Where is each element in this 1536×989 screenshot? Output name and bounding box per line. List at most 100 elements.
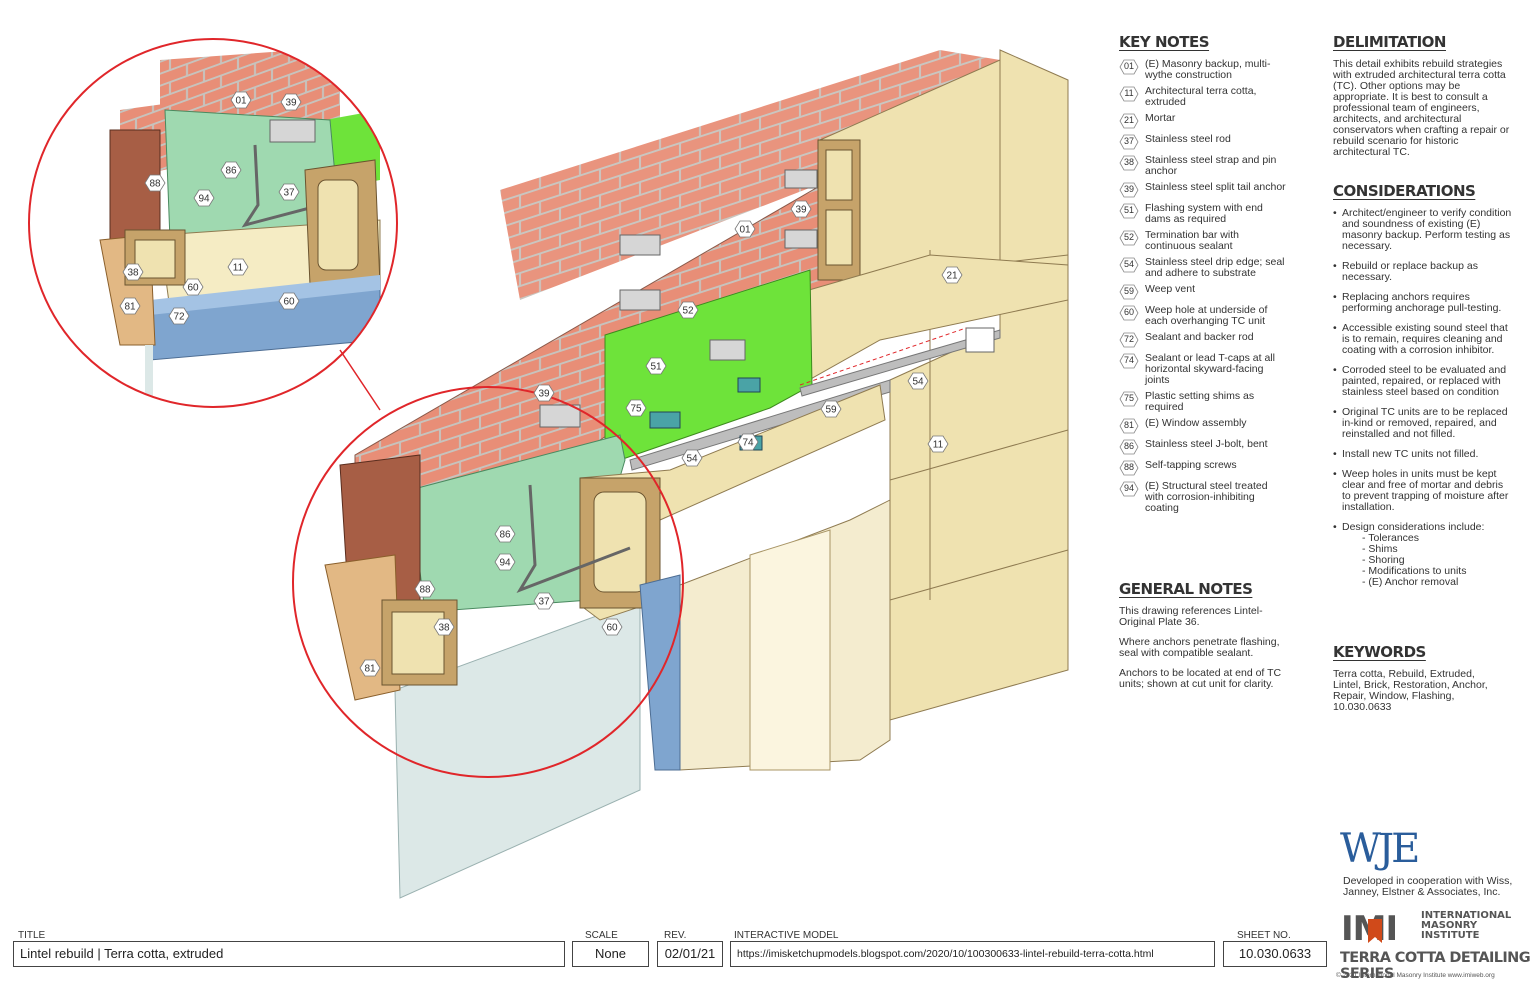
key-note-item: 72 Sealant and backer rod [1119,332,1289,348]
design-consideration-subitem: - Shims [1362,543,1398,555]
callout-tag-c54a: 54 [907,372,929,390]
sheet-no-label: SHEET NO. [1237,930,1291,941]
key-note-number: 72 [1123,334,1134,344]
hex-number-icon: 81 [1119,418,1139,434]
callout-tag-c54b: 54 [681,449,703,467]
callout-number: 11 [933,440,944,451]
interactive-model-link[interactable]: https://imisketchupmodels.blogspot.com/2… [730,941,1215,967]
rev-label: REV. [664,930,687,941]
jbolt-rod [516,484,631,593]
key-note-item: 11 Architectural terra cotta, extruded [1119,86,1289,108]
callout-tag-c81b: 81 [359,659,381,677]
callout-number: 39 [795,205,807,216]
key-note-text: Architectural terra cotta, extruded [1145,85,1257,108]
key-note-text: (E) Window assembly [1145,417,1247,429]
callout-number: 01 [739,225,751,236]
key-notes-list: 01 (E) Masonry backup, multi-wythe const… [1119,59,1289,514]
callout-tag-c11a: 11 [227,258,249,276]
key-note-text: Plastic setting shims as required [1145,390,1255,413]
key-note-text: Mortar [1145,112,1176,124]
imi-line-3: INSTITUTE [1421,930,1480,941]
consideration-item: Architect/engineer to verify condition a… [1333,208,1513,252]
hex-number-icon: 59 [1119,284,1139,300]
keywords-text: Terra cotta, Rebuild, Extruded, Lintel, … [1333,668,1488,713]
hex-number-icon: 72 [1119,332,1139,348]
hex-number-icon: 94 [1119,481,1139,497]
hex-number-icon: 38 [1119,155,1139,171]
key-note-number: 81 [1123,420,1134,430]
key-note-number: 21 [1123,115,1134,125]
split-tail-anchor [539,404,581,428]
key-note-number: 51 [1123,205,1134,215]
callout-number: 39 [285,98,297,109]
callout-number: 81 [124,302,136,313]
callout-number: 60 [187,283,199,294]
key-note-number: 74 [1123,355,1134,365]
callout-tag-c94b: 94 [494,553,516,571]
callout-tag-c01b: 01 [734,220,756,238]
consideration-item: Accessible existing sound steel that is … [1333,323,1513,356]
key-note-text: Stainless steel strap and pin anchor [1145,154,1277,177]
hex-number-icon: 01 [1119,59,1139,75]
callout-tag-c74: 74 [737,433,759,451]
callout-number: 86 [499,530,511,541]
zoom-detail [29,39,397,407]
title-field: Lintel rebuild | Terra cotta, extruded [13,941,565,967]
callout-number: 38 [438,623,450,634]
callout-number: 88 [419,585,431,596]
callout-number: 01 [235,96,247,107]
interactive-model-label: INTERACTIVE MODEL [734,930,839,941]
hex-number-icon: 88 [1119,460,1139,476]
callout-number: 75 [630,404,642,415]
callout-number: 37 [283,188,295,199]
key-note-number: 54 [1123,259,1134,269]
imi-org-name: INTERNATIONAL MASONRY INSTITUTE [1421,911,1511,941]
callout-number: 81 [364,664,376,675]
key-note-item: 37 Stainless steel rod [1119,134,1289,150]
callout-number: 38 [127,268,139,279]
keywords-panel: KEYWORDS Terra cotta, Rebuild, Extruded,… [1333,643,1493,722]
key-note-item: 86 Stainless steel J-bolt, bent [1119,439,1289,455]
callout-number: 21 [946,271,958,282]
wood-window-head [324,554,401,701]
callout-number: 37 [538,597,550,608]
design-consideration-subitem: - Modifications to units [1362,565,1467,577]
hex-number-icon: 86 [1119,439,1139,455]
callout-tag-c86b: 86 [494,525,516,543]
key-note-text: Self-tapping screws [1145,459,1237,471]
callout-number: 54 [686,454,698,465]
considerations-list: Architect/engineer to verify condition a… [1333,208,1513,588]
key-note-number: 60 [1123,307,1134,317]
hex-number-icon: 39 [1119,182,1139,198]
general-note-3: Anchors to be located at end of TC units… [1119,667,1282,690]
zoom-leader-line [339,349,381,411]
callout-number: 94 [499,558,511,569]
key-note-item: 51 Flashing system with end dams as requ… [1119,203,1289,225]
key-note-text: Sealant and backer rod [1145,331,1254,343]
sheet-no-field: 10.030.0633 [1223,941,1327,967]
callout-tag-c72a: 72 [168,307,190,325]
callout-tag-c37a: 37 [278,183,300,201]
considerations-panel: CONSIDERATIONS Architect/engineer to ver… [1333,182,1513,597]
callout-tag-c60b: 60 [278,292,300,310]
callout-number: 54 [912,377,924,388]
callout-number: 60 [606,623,618,634]
hex-number-icon: 54 [1119,257,1139,273]
keywords-heading: KEYWORDS [1333,643,1426,661]
consideration-item: Original TC units are to be replaced in-… [1333,407,1513,440]
key-note-text: Stainless steel rod [1145,133,1231,145]
zoom-callout-circle [28,38,398,408]
scale-field: None [572,941,649,967]
hex-number-icon: 74 [1119,353,1139,369]
callout-number: 86 [225,166,237,177]
hex-number-icon: 51 [1119,203,1139,219]
wje-logo: WJE [1340,826,1420,872]
key-note-item: 81 (E) Window assembly [1119,418,1289,434]
main-callout-circle [292,386,684,778]
callout-tag-c39a: 39 [280,93,302,111]
callout-number: 74 [742,438,754,449]
callout-number: 52 [682,306,694,317]
callout-number: 88 [149,179,161,190]
